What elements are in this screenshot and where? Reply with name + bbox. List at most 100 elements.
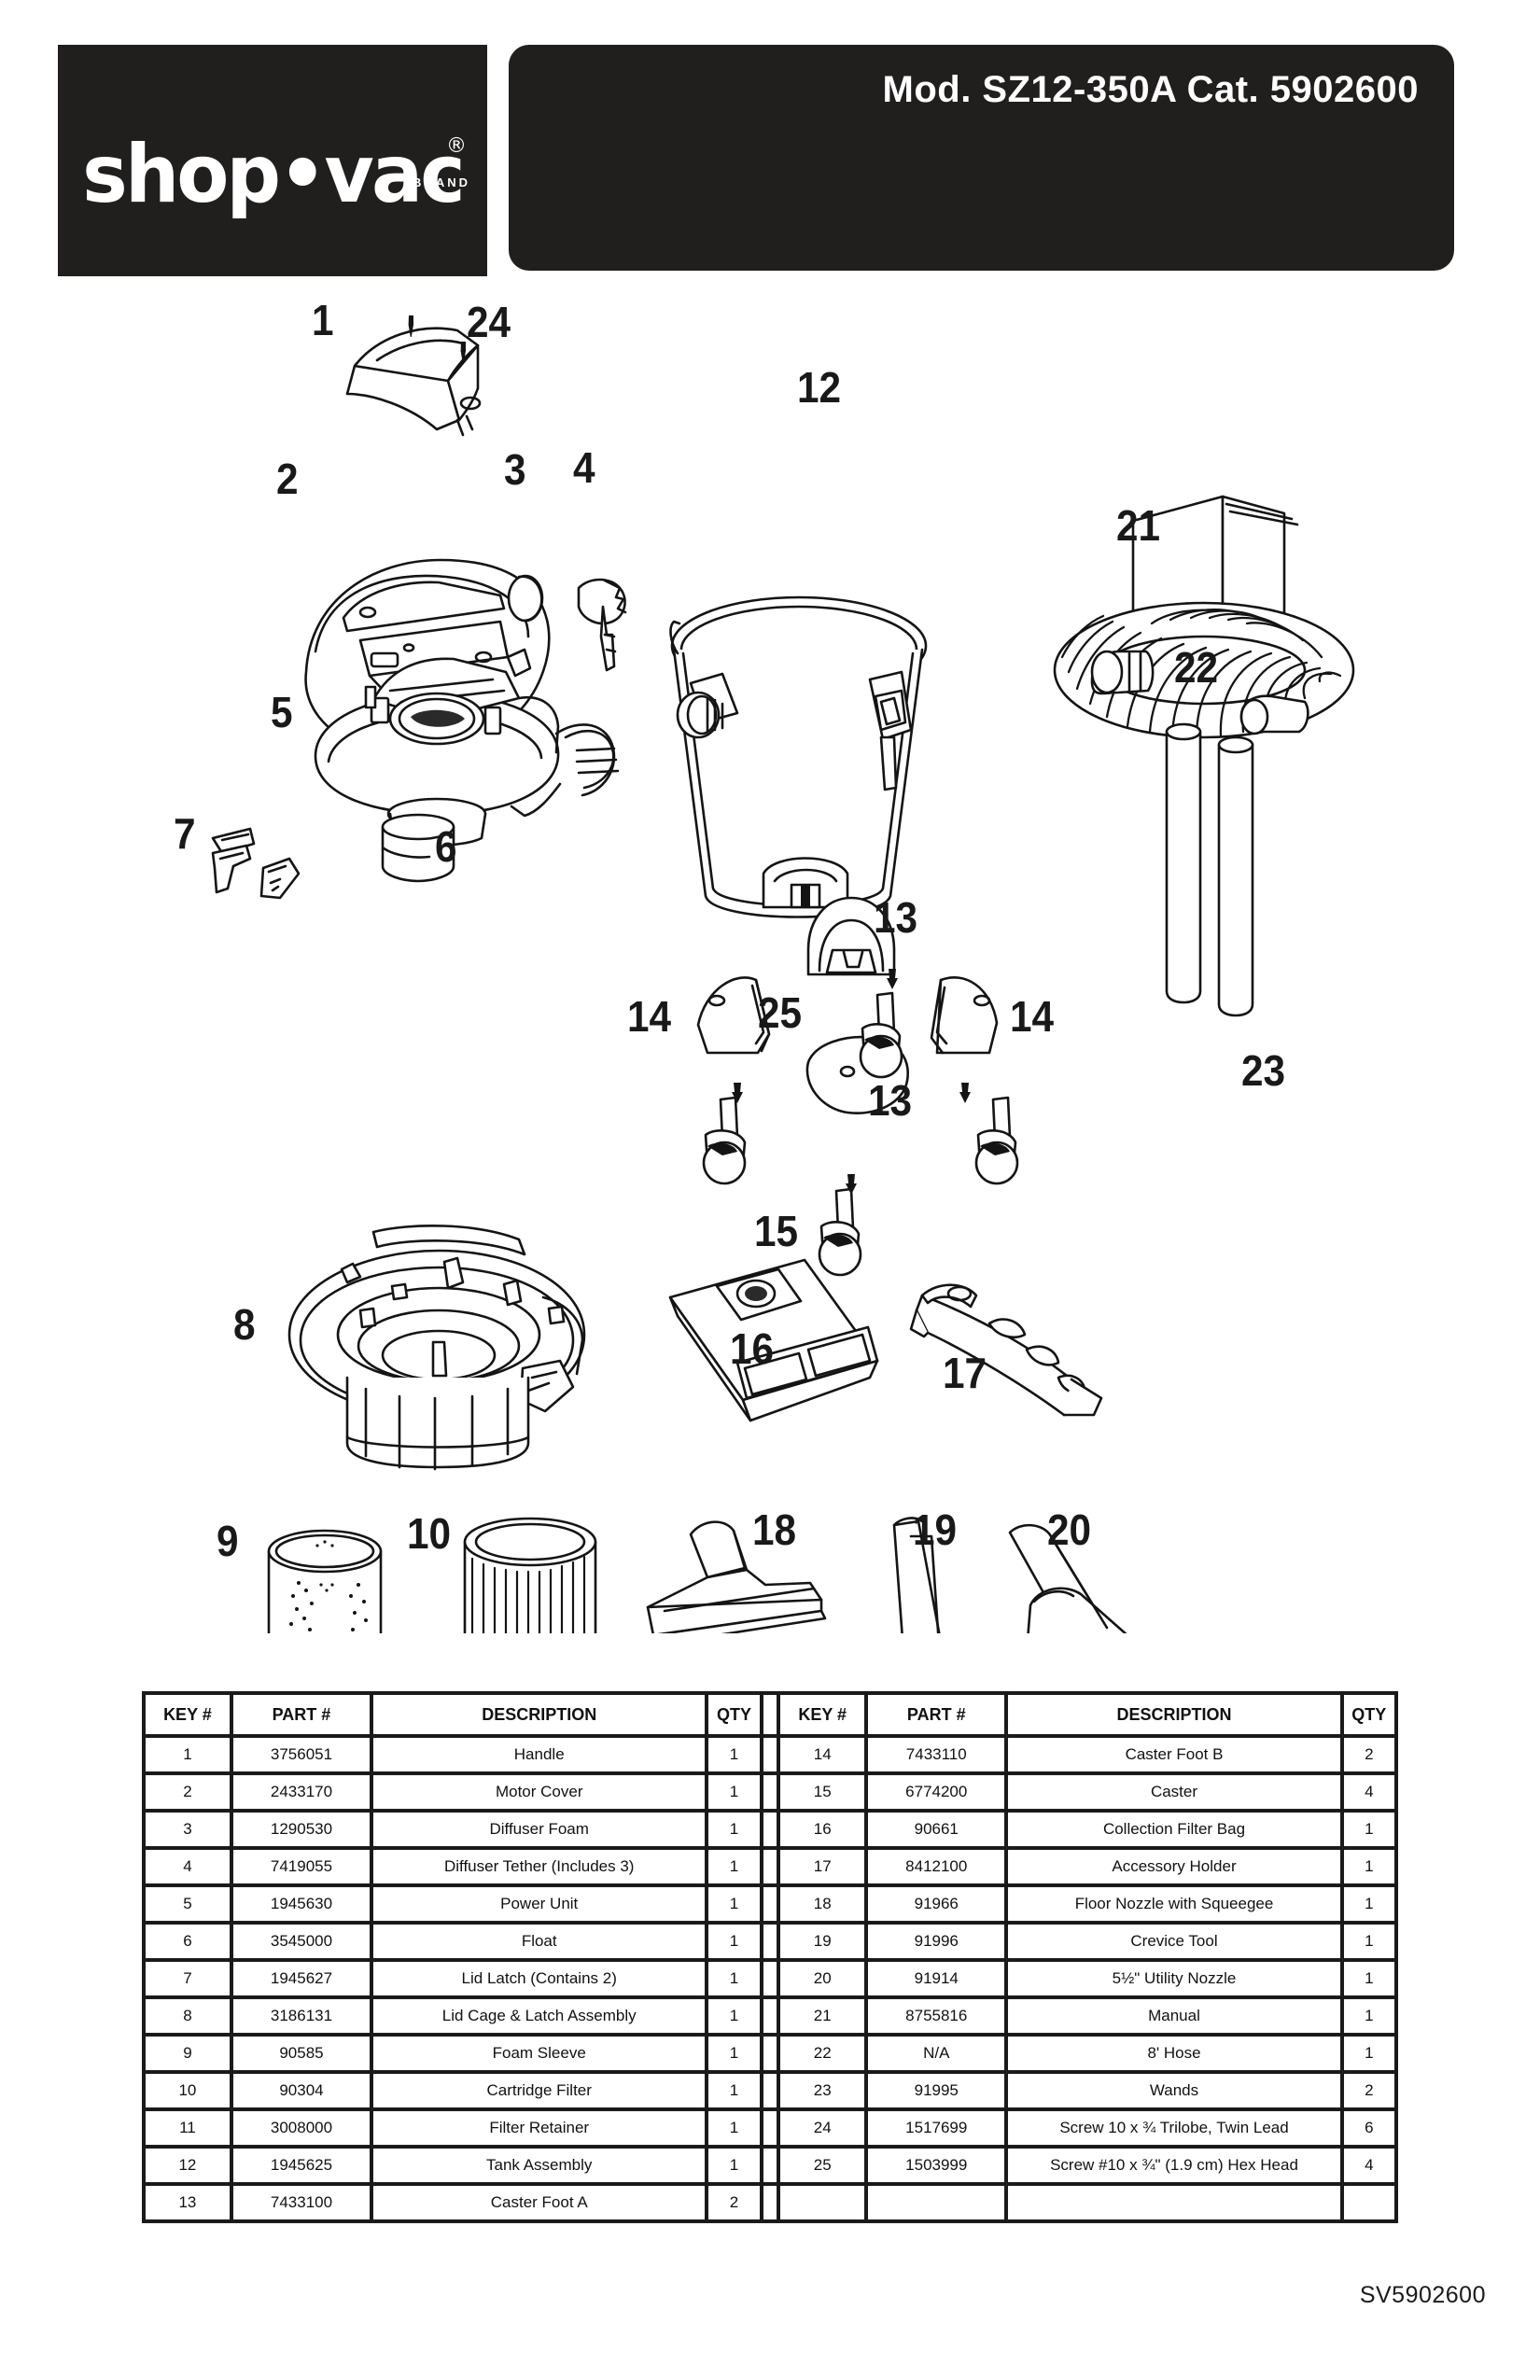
cell-qty-left: 1 (708, 2149, 760, 2182)
page-header: shop•vac ® BRAND Mod. SZ12-350A Cat. 590… (0, 0, 1540, 276)
callout-9: 9 (217, 1517, 239, 1565)
cell-desc-right (1008, 2186, 1340, 2219)
cell-part-left: 2433170 (232, 1775, 371, 1809)
cell-part-left: 1945630 (232, 1887, 371, 1921)
cell-qty-left: 1 (708, 1925, 760, 1958)
cell-qty-right: 4 (1343, 2149, 1394, 2182)
part-drawing-caster-foot-a-top (806, 896, 896, 976)
cell-desc-right: Wands (1008, 2074, 1340, 2107)
callout-1: 1 (312, 296, 334, 344)
parts-list-table: KEY # PART # DESCRIPTION QTY KEY # PART … (142, 1691, 1398, 2223)
callout-22: 22 (1174, 643, 1219, 692)
cell-part-right: 6774200 (868, 1775, 1005, 1809)
cell-qty-right: 1 (1343, 2037, 1394, 2070)
cell-desc-right: Screw #10 x ¾" (1.9 cm) Hex Head (1008, 2149, 1340, 2182)
cell-key-left: 4 (146, 1850, 230, 1883)
part-drawing-lid-latch (211, 827, 301, 900)
cell-qty-left: 1 (708, 1775, 760, 1809)
cell-qty-right: 6 (1343, 2111, 1394, 2145)
screw-icon-hex-bottom (846, 1174, 857, 1195)
cell-key-right: 24 (780, 2111, 865, 2145)
cell-qty-right: 2 (1343, 2074, 1394, 2107)
cell-desc-left: Lid Latch (Contains 2) (373, 1962, 706, 1995)
cell-key-right: 22 (780, 2037, 865, 2070)
callout-21: 21 (1116, 501, 1161, 550)
part-drawing-collection-filter-bag (668, 1258, 879, 1422)
cell-key-right: 20 (780, 1962, 865, 1995)
cell-qty-right (1343, 2186, 1394, 2219)
header-qty-left: QTY (708, 1695, 760, 1734)
callout-7: 7 (174, 809, 196, 858)
cell-qty-right: 1 (1343, 1850, 1394, 1883)
cell-desc-right: Screw 10 x ¾ Trilobe, Twin Lead (1008, 2111, 1340, 2145)
callout-25: 25 (758, 988, 803, 1037)
callout-23: 23 (1241, 1046, 1286, 1095)
table-column-divider (763, 2037, 777, 2070)
cell-key-right: 25 (780, 2149, 865, 2182)
part-drawing-caster-right (974, 1096, 1019, 1185)
cell-qty-left: 1 (708, 2074, 760, 2107)
callout-14b: 14 (1010, 992, 1055, 1041)
cell-desc-left: Handle (373, 1738, 706, 1771)
cell-key-right: 16 (780, 1813, 865, 1846)
callout-6: 6 (435, 822, 457, 871)
cell-part-right: 7433110 (868, 1738, 1005, 1771)
cell-desc-left: Foam Sleeve (373, 2037, 706, 2070)
table-column-divider (763, 1850, 777, 1883)
cell-part-left: 90585 (232, 2037, 371, 2070)
cell-desc-right: 8' Hose (1008, 2037, 1340, 2070)
cell-desc-right: Manual (1008, 1999, 1340, 2033)
cell-part-right (868, 2186, 1005, 2219)
cell-qty-right: 1 (1343, 1813, 1394, 1846)
screw-icon-hex-left (732, 1083, 743, 1103)
callout-2: 2 (276, 455, 299, 503)
cell-qty-right: 1 (1343, 1999, 1394, 2033)
table-column-divider (763, 1813, 777, 1846)
part-drawing-caster-foot-b-left (696, 976, 771, 1055)
table-column-divider (763, 2149, 777, 2182)
part-drawing-float (381, 813, 455, 883)
table-column-divider (763, 1962, 777, 1995)
cell-qty-left: 1 (708, 1887, 760, 1921)
part-drawing-power-unit (314, 657, 620, 847)
cell-part-right: 1503999 (868, 2149, 1005, 2182)
logo-wordmark-text: shop•vac (82, 128, 466, 221)
part-drawing-tank-assembly (669, 595, 928, 918)
cell-key-left: 10 (146, 2074, 230, 2107)
part-drawing-diffuser-tether (577, 578, 627, 672)
table-column-divider (763, 1925, 777, 1958)
cell-qty-left: 1 (708, 1738, 760, 1771)
cell-desc-left: Diffuser Foam (373, 1813, 706, 1846)
callout-18: 18 (752, 1505, 797, 1554)
callout-14a: 14 (627, 992, 672, 1041)
callout-13a: 13 (874, 893, 918, 942)
part-drawing-caster-foot-b-right (930, 975, 999, 1055)
callout-12: 12 (797, 363, 842, 412)
registered-trademark-icon: ® (446, 134, 467, 158)
cell-part-right: N/A (868, 2037, 1005, 2070)
part-drawing-handle (345, 327, 482, 437)
callout-16: 16 (730, 1324, 775, 1373)
parts-table: KEY # PART # DESCRIPTION QTY KEY # PART … (142, 1691, 1398, 2223)
cell-part-left: 7433100 (232, 2186, 371, 2219)
cell-desc-left: Lid Cage & Latch Assembly (373, 1999, 706, 2033)
cell-part-left: 3756051 (232, 1738, 371, 1771)
cell-desc-left: Motor Cover (373, 1775, 706, 1809)
table-column-divider (763, 1999, 777, 2033)
cell-key-left: 2 (146, 1775, 230, 1809)
screw-icon-hex-top (887, 969, 898, 989)
callout-15: 15 (754, 1207, 799, 1255)
cell-desc-right: Collection Filter Bag (1008, 1813, 1340, 1846)
cell-part-right: 91914 (868, 1962, 1005, 1995)
cell-part-right: 90661 (868, 1813, 1005, 1846)
cell-desc-right: 5½" Utility Nozzle (1008, 1962, 1340, 1995)
cell-key-left: 13 (146, 2186, 230, 2219)
header-desc-right: DESCRIPTION (1008, 1695, 1340, 1734)
callout-4: 4 (573, 443, 595, 492)
